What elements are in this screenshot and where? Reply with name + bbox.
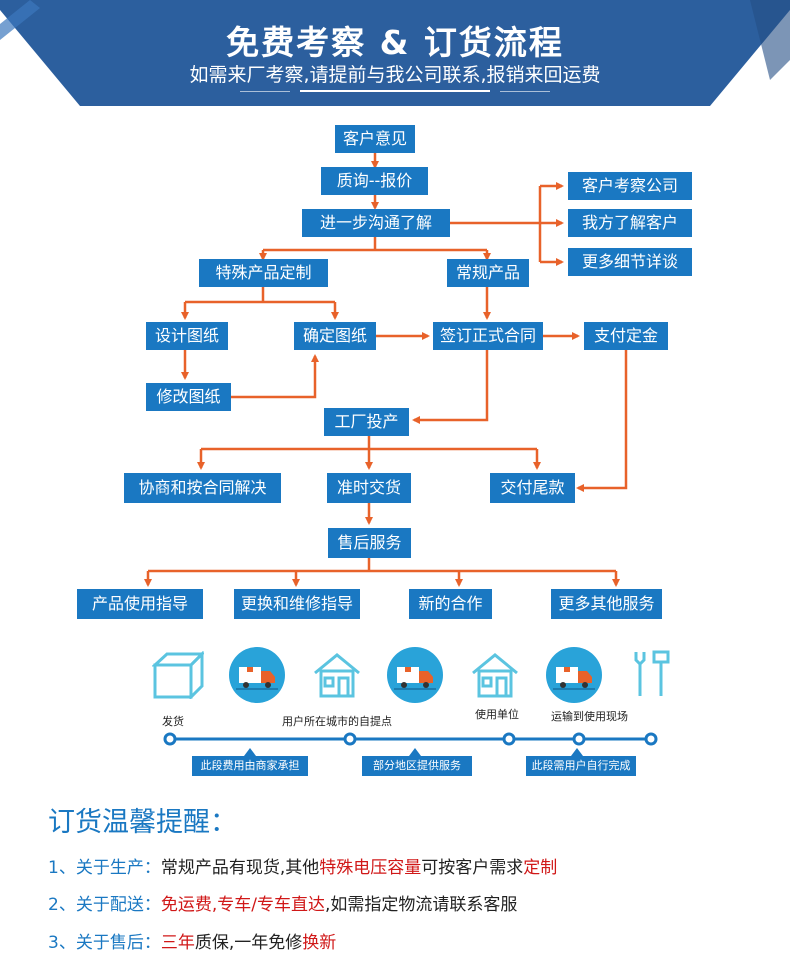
truck-icon bbox=[229, 647, 285, 703]
tip-after-sales-text: 质保,一年免修 bbox=[194, 933, 303, 953]
tip-after-sales-heading: 3、关于售后： bbox=[48, 933, 161, 953]
flow-step-repair-guide: 更换和维修指导 bbox=[234, 589, 360, 619]
banner-title: 免费考察 & 订货流程 bbox=[226, 23, 564, 62]
logistics-tag-partial: 部分地区提供服务 bbox=[362, 756, 472, 776]
flow-step-further-communication: 进一步沟通了解 bbox=[302, 209, 450, 237]
tip-after-sales-highlight2: 换新 bbox=[302, 933, 337, 953]
flow-step-new-cooperation: 新的合作 bbox=[409, 589, 492, 619]
logistics-timeline bbox=[163, 732, 658, 756]
tip-production-text: 常规产品有现货,其他 bbox=[160, 858, 320, 878]
flow-step-pay-deposit: 支付定金 bbox=[584, 322, 668, 350]
flow-step-other-services: 更多其他服务 bbox=[551, 589, 662, 619]
flow-step-customer-visit: 客户考察公司 bbox=[568, 172, 692, 200]
flow-step-regular-product: 常规产品 bbox=[447, 259, 529, 287]
tip-after-sales: 3、关于售后：三年质保,一年免修换新 bbox=[48, 928, 336, 953]
tools-icon bbox=[634, 650, 670, 696]
flow-step-factory-production: 工厂投产 bbox=[324, 408, 409, 436]
flow-step-negotiate: 协商和按合同解决 bbox=[124, 473, 281, 503]
tip-delivery-heading: 2、关于配送： bbox=[48, 895, 161, 915]
flow-step-more-details: 更多细节详谈 bbox=[568, 248, 692, 276]
tip-production-text2: 可按客户需求 bbox=[421, 858, 524, 878]
logistics-label-pickup: 用户所在城市的自提点 bbox=[282, 715, 392, 728]
logistics-tag-merchant: 此段费用由商家承担 bbox=[192, 756, 308, 776]
flow-step-usage-guide: 产品使用指导 bbox=[77, 589, 203, 619]
flow-step-on-time-delivery: 准时交货 bbox=[327, 473, 411, 503]
house-icon bbox=[314, 653, 360, 698]
truck-icon bbox=[546, 647, 602, 703]
flow-step-modify-drawing: 修改图纸 bbox=[146, 383, 231, 411]
flow-step-confirm-drawing: 确定图纸 bbox=[294, 322, 376, 350]
tip-after-sales-highlight: 三年 bbox=[160, 933, 195, 953]
flow-step-know-customer: 我方了解客户 bbox=[568, 209, 692, 237]
logistics-label-user-unit: 使用单位 bbox=[475, 708, 519, 721]
tip-production: 1、关于生产：常规产品有现货,其他特殊电压容量可按客户需求定制 bbox=[48, 853, 557, 878]
logistics-tag-user: 此段需用户自行完成 bbox=[526, 756, 636, 776]
tip-delivery-highlight: 免运费,专车/专车直达 bbox=[160, 895, 325, 915]
banner-subtitle: 如需来厂考察,请提前与我公司联系,报销来回运费 bbox=[189, 64, 601, 86]
tip-delivery: 2、关于配送：免运费,专车/专车直达,如需指定物流请联系客服 bbox=[48, 890, 517, 915]
tip-production-highlight2: 定制 bbox=[523, 858, 558, 878]
header-banner: 免费考察 & 订货流程 如需来厂考察,请提前与我公司联系,报销来回运费 bbox=[0, 0, 790, 106]
box-icon bbox=[152, 651, 204, 699]
flow-step-sign-contract: 签订正式合同 bbox=[433, 322, 543, 350]
tips-title: 订货温馨提醒： bbox=[48, 807, 237, 838]
tip-production-heading: 1、关于生产： bbox=[48, 858, 161, 878]
truck-icon bbox=[387, 647, 443, 703]
tip-delivery-text: ,如需指定物流请联系客服 bbox=[324, 895, 518, 915]
flow-step-final-payment: 交付尾款 bbox=[490, 473, 575, 503]
house-icon bbox=[472, 653, 518, 698]
flow-step-customer-opinion: 客户意见 bbox=[335, 125, 415, 153]
flow-step-after-sales: 售后服务 bbox=[328, 528, 411, 558]
banner-shape bbox=[0, 0, 790, 106]
flow-step-inquiry-quote: 质询--报价 bbox=[321, 167, 428, 195]
tip-production-highlight: 特殊电压容量 bbox=[319, 858, 422, 878]
logistics-label-ship: 发货 bbox=[162, 715, 184, 728]
logistics-label-transport: 运输到使用现场 bbox=[551, 710, 628, 723]
flow-step-design-drawing: 设计图纸 bbox=[146, 322, 228, 350]
flow-step-special-product: 特殊产品定制 bbox=[199, 259, 328, 287]
